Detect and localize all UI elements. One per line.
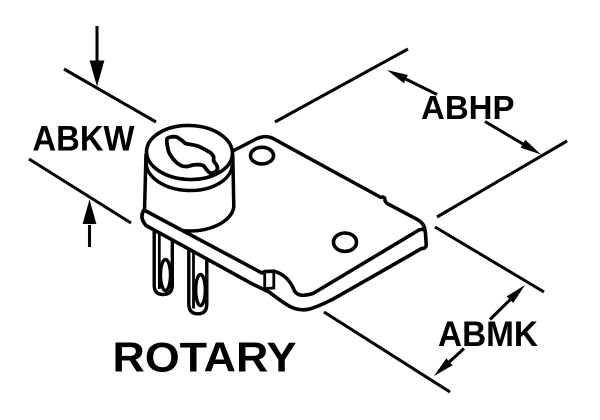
svg-text:ABMK: ABMK xyxy=(438,315,538,354)
svg-text:ROTARY: ROTARY xyxy=(113,334,297,381)
svg-text:ABHP: ABHP xyxy=(421,90,515,127)
svg-text:ABKW: ABKW xyxy=(33,119,135,159)
